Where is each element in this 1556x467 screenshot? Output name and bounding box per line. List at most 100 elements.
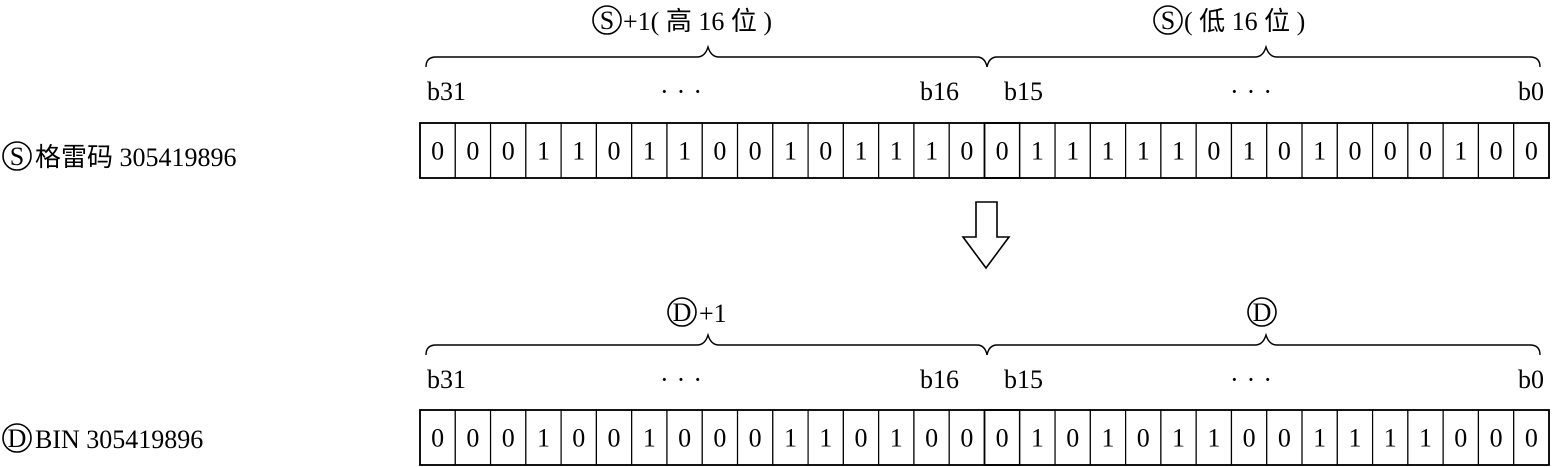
source-bit-value: 1 (1137, 137, 1150, 166)
source-bit-value: 1 (678, 137, 691, 166)
source-bit-value: 1 (890, 137, 903, 166)
source-bit-value: 0 (960, 137, 973, 166)
dest-high-brace (425, 332, 988, 356)
dest-dots-high: ··· (660, 365, 710, 394)
dest-bit-cell (1054, 409, 1091, 466)
dest-bit-value: 0 (608, 424, 621, 453)
source-bit-cell (807, 122, 844, 179)
source-bit-value: 1 (1172, 137, 1185, 166)
source-bit-value: 0 (1419, 137, 1432, 166)
source-bit-value: 0 (1525, 137, 1538, 166)
source-bit-cell (595, 122, 633, 179)
source-high-text: +1( 高 16 位 ) (623, 7, 772, 36)
dest-bit-value: 1 (1031, 424, 1044, 453)
dest-bit-cell (1160, 409, 1197, 466)
source-bit-cell (1054, 122, 1091, 179)
source-label-b16: b16 (920, 77, 959, 106)
dest-bit-value: 1 (1207, 424, 1220, 453)
dest-label-b15: b15 (1004, 365, 1043, 394)
source-register-border (419, 122, 1550, 179)
source-bit-cell (1160, 122, 1197, 179)
dest-low-circle-letter: D (1253, 298, 1272, 327)
source-bit-value: 0 (431, 137, 444, 166)
dest-label-b31: b31 (427, 365, 466, 394)
source-bit-cell (1019, 122, 1056, 179)
source-label-circle-letter: S (10, 142, 24, 171)
source-bit-cell (1371, 122, 1409, 179)
source-bit-cell (772, 122, 809, 179)
dest-dots-low: ··· (1230, 365, 1280, 394)
source-label: 格雷码 305419896 (35, 143, 237, 172)
source-low-text: ( 低 16 位 ) (1184, 7, 1305, 36)
source-bit-value: 1 (1454, 137, 1467, 166)
source-bit-value: 0 (1384, 137, 1397, 166)
dest-bit-value: 0 (1525, 424, 1538, 453)
dest-bit-value: 1 (1101, 424, 1114, 453)
source-low-brace (986, 44, 1541, 68)
source-label-b31: b31 (427, 77, 466, 106)
dest-bit-value: 1 (1313, 424, 1326, 453)
source-bit-value: 1 (537, 137, 550, 166)
dest-bit-cell (983, 409, 1021, 466)
source-bit-value: 0 (996, 137, 1009, 166)
down-arrow-icon (961, 201, 1011, 270)
source-high-brace (425, 44, 988, 68)
dest-bit-value: 0 (1278, 424, 1291, 453)
dest-bit-value: 1 (1172, 424, 1185, 453)
dest-label-circle-letter: D (8, 424, 27, 453)
source-bit-value: 0 (819, 137, 832, 166)
dest-label-circle (2, 423, 32, 453)
dest-bit-value: 0 (996, 424, 1009, 453)
source-bit-value: 0 (1278, 137, 1291, 166)
dest-high-circle (667, 297, 697, 327)
dest-bit-cell (1125, 409, 1162, 466)
source-bit-value: 0 (1348, 137, 1361, 166)
dest-bit-value: 0 (1454, 424, 1467, 453)
source-bit-value: 0 (466, 137, 479, 166)
dest-bit-value: 0 (431, 424, 444, 453)
dest-bit-value: 1 (537, 424, 550, 453)
source-bit-value: 0 (608, 137, 621, 166)
dest-label-b0: b0 (1518, 365, 1544, 394)
dest-label-b16: b16 (920, 365, 959, 394)
source-bit-value: 1 (1243, 137, 1256, 166)
source-bit-value: 1 (1031, 137, 1044, 166)
dest-bit-value: 1 (1348, 424, 1361, 453)
dest-label: BIN 305419896 (35, 425, 203, 454)
dest-bit-value: 1 (643, 424, 656, 453)
dest-bit-value: 1 (784, 424, 797, 453)
source-bit-value: 1 (1101, 137, 1114, 166)
dest-bit-value: 0 (1243, 424, 1256, 453)
dest-bit-value: 1 (819, 424, 832, 453)
dest-bit-value: 0 (1137, 424, 1150, 453)
source-dots-low: ··· (1230, 77, 1280, 106)
source-label-b15: b15 (1004, 77, 1043, 106)
dest-bit-value: 1 (890, 424, 903, 453)
dest-bit-value: 0 (1066, 424, 1079, 453)
dest-bit-value: 1 (1384, 424, 1397, 453)
source-high-header: S +1( 高 16 位 ) (592, 5, 772, 36)
source-low-header: S ( 低 16 位 ) (1153, 5, 1305, 36)
dest-bit-value: 0 (1490, 424, 1503, 453)
dest-bit-cell (1513, 409, 1550, 466)
source-low-circle (1153, 5, 1183, 35)
source-bit-value: 1 (1313, 137, 1326, 166)
source-bit-cell (1230, 122, 1268, 179)
source-bit-value: 1 (855, 137, 868, 166)
dest-high-circle-letter: D (673, 298, 692, 327)
dest-bit-value: 1 (1419, 424, 1432, 453)
dest-bit-value: 0 (855, 424, 868, 453)
dest-bit-cell (878, 409, 915, 466)
source-bit-value: 0 (1490, 137, 1503, 166)
source-dots-high: ··· (660, 77, 710, 106)
source-bit-value: 1 (572, 137, 585, 166)
source-bit-cell (525, 122, 562, 179)
dest-bit-value: 0 (925, 424, 938, 453)
dest-section: D +1 D b31 ··· b16 b15 ··· b0 D BIN 3054… (2, 297, 1550, 466)
source-low-circle-letter: S (1161, 6, 1175, 35)
dest-bit-value: 0 (678, 424, 691, 453)
dest-bit-cell (419, 409, 456, 466)
dest-bit-value: 0 (960, 424, 973, 453)
source-section: S +1( 高 16 位 ) S ( 低 16 位 ) b31 ··· b16 … (2, 5, 1550, 179)
